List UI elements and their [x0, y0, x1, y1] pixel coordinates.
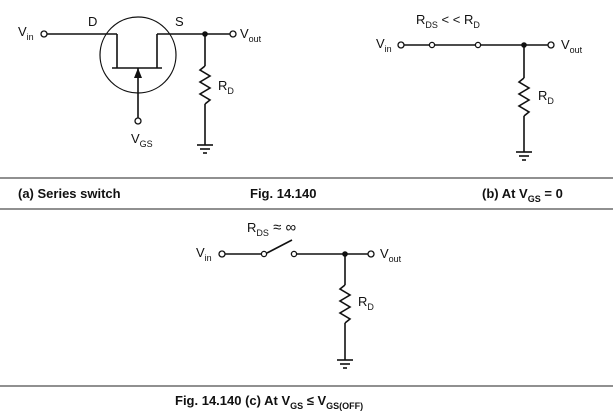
fig-a-drain-label: D: [88, 14, 97, 29]
fig-b-vin-terminal: [397, 41, 405, 49]
fig-c-switch-contact-right: [290, 250, 298, 258]
caption-b: (b) At VGS = 0: [482, 186, 563, 204]
fig-c-vout-terminal: [367, 250, 375, 258]
fig-c-rd-label: RD: [358, 294, 374, 312]
fig-b-switch-contact-right: [474, 41, 482, 49]
fig-a-vin-label: Vin: [18, 24, 34, 42]
bottom-caption: Fig. 14.140 (c) At VGS ≤ VGS(OFF): [175, 393, 363, 411]
fig-c-resistor-icon: [338, 284, 352, 324]
fig-a-vgs-label: VGS: [131, 131, 153, 149]
fig-b-resistor-icon: [517, 77, 531, 117]
fig-b-ground-icon: [516, 151, 532, 161]
figure-b-closed-switch: RDS < < RD Vin Vout RD: [376, 12, 583, 161]
fig-c-vin-label: Vin: [196, 245, 212, 263]
fig-a-rd-label: RD: [218, 78, 234, 96]
fig-b-rds-relation: RDS < < RD: [416, 12, 480, 30]
caption-a: (a) Series switch: [18, 186, 121, 201]
fig-b-vout-terminal: [547, 41, 555, 49]
fig-a-vgs-terminal: [134, 117, 142, 125]
fig-c-vin-terminal: [218, 250, 226, 258]
figure-c-open-switch: RDS ≈ ∞ Vin Vout RD: [196, 219, 402, 369]
fig-a-resistor-icon: [198, 65, 212, 105]
fig-b-switch-contact-left: [428, 41, 436, 49]
fig-a-vout-terminal: [229, 30, 237, 38]
fig-c-rds-relation: RDS ≈ ∞: [247, 219, 296, 238]
fig-a-gate-arrow-icon: [134, 68, 142, 78]
fig-a-vin-terminal: [40, 30, 48, 38]
fig-a-source-label: S: [175, 14, 184, 29]
caption-fig: Fig. 14.140: [250, 186, 316, 201]
fig-a-vout-label: Vout: [240, 26, 262, 44]
figure-a-series-switch: Vin D VGS S Vout RD: [18, 14, 262, 154]
fig-b-vout-label: Vout: [561, 37, 583, 55]
fig-b-rd-label: RD: [538, 88, 554, 106]
fig-c-ground-icon: [337, 359, 353, 369]
fig-c-vout-label: Vout: [380, 246, 402, 264]
fig-a-ground-icon: [197, 144, 213, 154]
fig-c-switch-open-blade: [266, 239, 293, 254]
fig-c-switch-contact-left: [260, 250, 268, 258]
fig-b-vin-label: Vin: [376, 36, 392, 54]
